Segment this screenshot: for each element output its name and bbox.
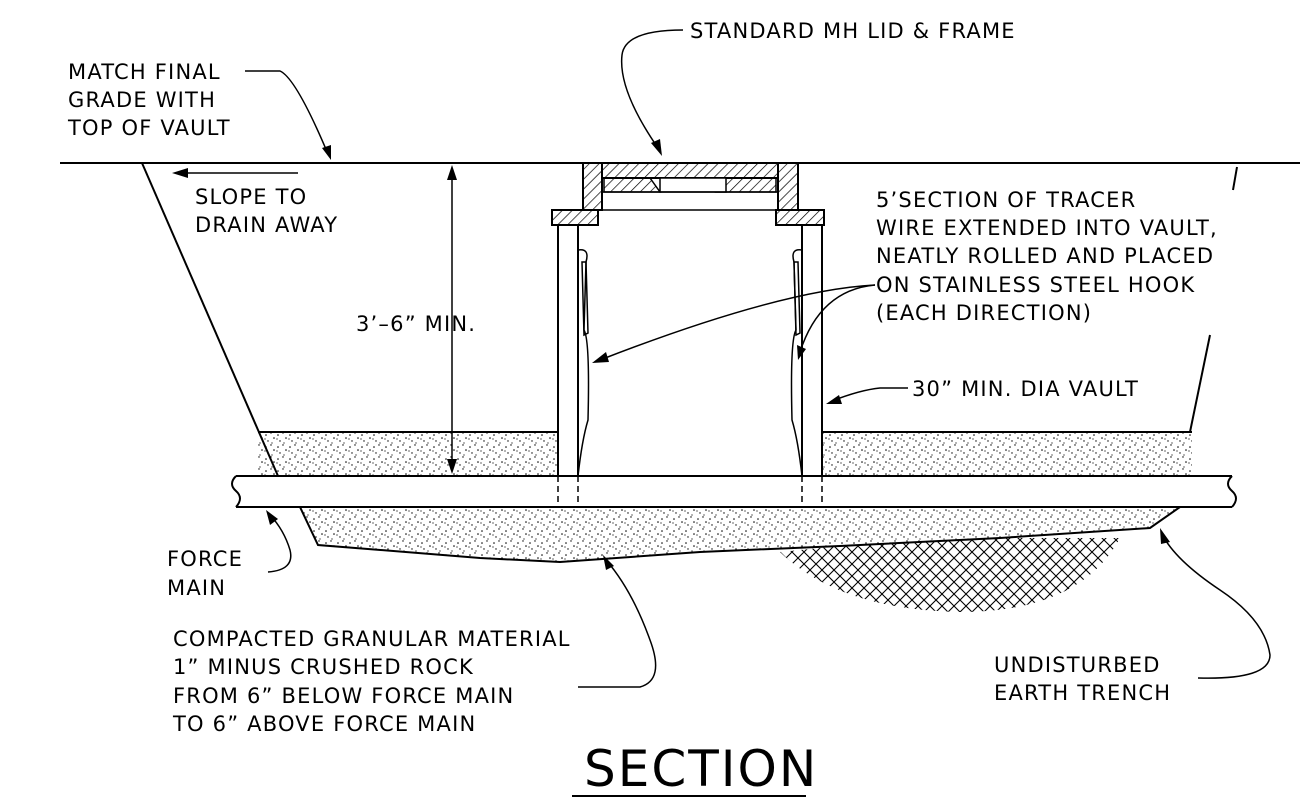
label-force-main-2: MAIN bbox=[167, 576, 226, 600]
earth-hatch bbox=[780, 538, 1120, 612]
label-force-main-1: FORCE bbox=[167, 547, 243, 571]
label-granular-1: COMPACTED GRANULAR MATERIAL bbox=[173, 627, 571, 651]
label-slope-1: SLOPE TO bbox=[195, 185, 307, 209]
slope-arrow-head bbox=[172, 168, 188, 178]
gravel-lower-outline bbox=[299, 506, 1181, 564]
leader-vault bbox=[831, 387, 908, 402]
label-tracer-1: 5’SECTION OF TRACER bbox=[876, 188, 1136, 212]
label-depth: 3’–6” MIN. bbox=[356, 312, 476, 336]
pipe-break-left bbox=[231, 475, 241, 508]
leader-force-main bbox=[267, 514, 292, 573]
label-slope-2: DRAIN AWAY bbox=[195, 213, 338, 237]
label-lid: STANDARD MH LID & FRAME bbox=[690, 19, 1016, 43]
leader-grade-arrow bbox=[322, 145, 331, 160]
mh-lid-frame bbox=[551, 162, 825, 226]
label-tracer-2: WIRE EXTENDED INTO VAULT, bbox=[876, 216, 1218, 240]
label-tracer-3: NEATLY ROLLED AND PLACED bbox=[876, 244, 1214, 268]
gravel-upper-right bbox=[822, 432, 1192, 476]
label-granular-3: FROM 6” BELOW FORCE MAIN bbox=[173, 684, 514, 708]
leader-vault-arrow bbox=[826, 395, 842, 404]
tracer-wire-right-coil bbox=[793, 261, 801, 337]
label-grade-1: MATCH FINAL bbox=[68, 60, 221, 84]
gravel-upper-left bbox=[258, 432, 558, 476]
leader-granular bbox=[578, 559, 657, 688]
tracer-wire-left-coil bbox=[581, 261, 589, 337]
section-title: SECTION bbox=[584, 740, 818, 798]
leader-lid bbox=[620, 29, 684, 149]
tracer-wire-right bbox=[790, 249, 803, 477]
tracer-wire-left bbox=[577, 249, 590, 477]
leader-tracer-left-arrow bbox=[592, 352, 609, 363]
label-tracer-5: (EACH DIRECTION) bbox=[876, 301, 1092, 325]
pipe-break-right bbox=[1227, 475, 1237, 508]
leader-tracer-left bbox=[599, 284, 876, 361]
label-granular-2: 1” MINUS CRUSHED ROCK bbox=[173, 655, 474, 679]
leader-tracer-right-arrow bbox=[797, 345, 806, 360]
label-grade-2: GRADE WITH bbox=[68, 88, 216, 112]
label-grade-3: TOP OF VAULT bbox=[67, 116, 231, 140]
label-tracer-4: ON STAINLESS STEEL HOOK bbox=[876, 273, 1195, 297]
leader-grade bbox=[245, 70, 329, 155]
depth-arrow-bottom bbox=[447, 459, 457, 474]
trench-wall-right bbox=[1189, 334, 1211, 433]
label-vault: 30” MIN. DIA VAULT bbox=[912, 377, 1139, 401]
depth-arrow-top bbox=[447, 165, 457, 180]
label-granular-4: TO 6” ABOVE FORCE MAIN bbox=[172, 712, 476, 736]
leader-granular-arrow bbox=[603, 555, 614, 570]
leader-earth-arrow bbox=[1160, 528, 1170, 544]
leader-force-main-arrow bbox=[266, 510, 278, 525]
leader-earth bbox=[1161, 533, 1271, 679]
trench-wall-right-top bbox=[1232, 166, 1238, 191]
label-earth-1: UNDISTURBED bbox=[994, 653, 1161, 677]
leader-tracer-right bbox=[799, 284, 876, 353]
gravel-lower bbox=[300, 507, 1180, 562]
trench-wall-left bbox=[141, 162, 279, 477]
leader-lid-arrow bbox=[651, 139, 662, 156]
label-earth-2: EARTH TRENCH bbox=[994, 681, 1171, 705]
